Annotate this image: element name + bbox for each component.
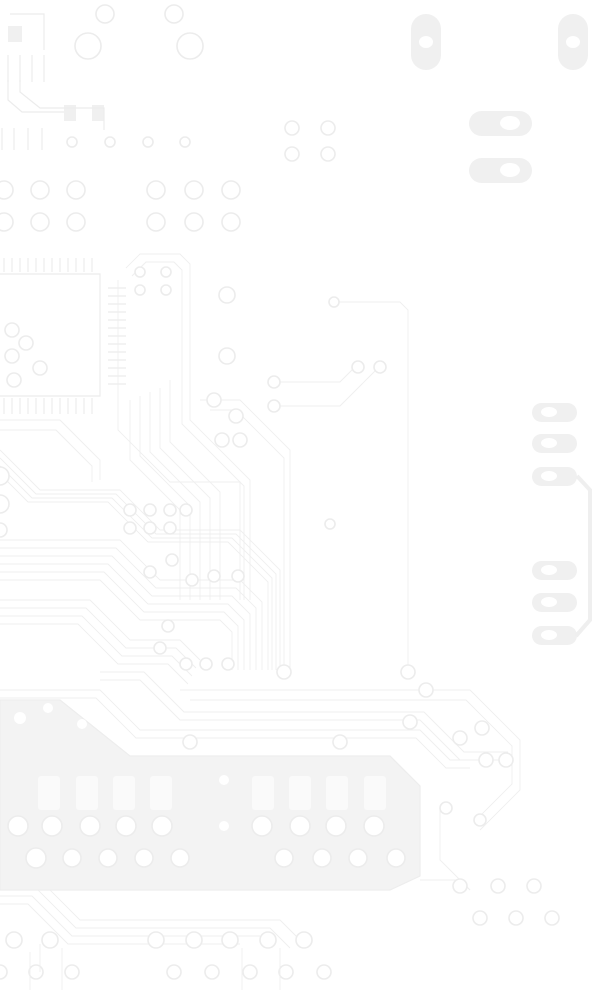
copper-zone (0, 699, 421, 891)
component-group-left (7, 776, 190, 869)
top-left-components (0, 4, 336, 232)
via (284, 120, 300, 136)
smd-pad (92, 105, 104, 121)
via (104, 136, 116, 148)
right-header-pads (532, 403, 592, 645)
top-right-mount-pads (411, 14, 588, 183)
via (179, 136, 191, 148)
via-array-right (146, 180, 241, 232)
chip-outline (0, 273, 101, 397)
bottom-right-vias (452, 878, 560, 926)
smd-pad (8, 26, 22, 42)
trace (19, 80, 105, 130)
scattered-vias (0, 266, 514, 827)
chip-pins-right (108, 287, 126, 385)
via-large (74, 32, 102, 60)
via (320, 120, 336, 136)
smd-pad (64, 105, 76, 121)
via (320, 146, 336, 162)
bottom-row-vias (0, 931, 332, 990)
component-group-right (251, 776, 406, 868)
qfp-chip (0, 258, 126, 414)
chip-pins-top (3, 258, 93, 272)
via-large (176, 32, 204, 60)
via (164, 4, 184, 24)
trace (10, 13, 45, 50)
chip-pins-bottom (3, 398, 93, 414)
trace (7, 80, 64, 113)
trace-bus (0, 253, 521, 949)
via (66, 136, 78, 148)
pin-stubs (1, 55, 45, 150)
via (95, 4, 115, 24)
via-array-left (0, 180, 86, 232)
via (142, 136, 154, 148)
via (284, 146, 300, 162)
